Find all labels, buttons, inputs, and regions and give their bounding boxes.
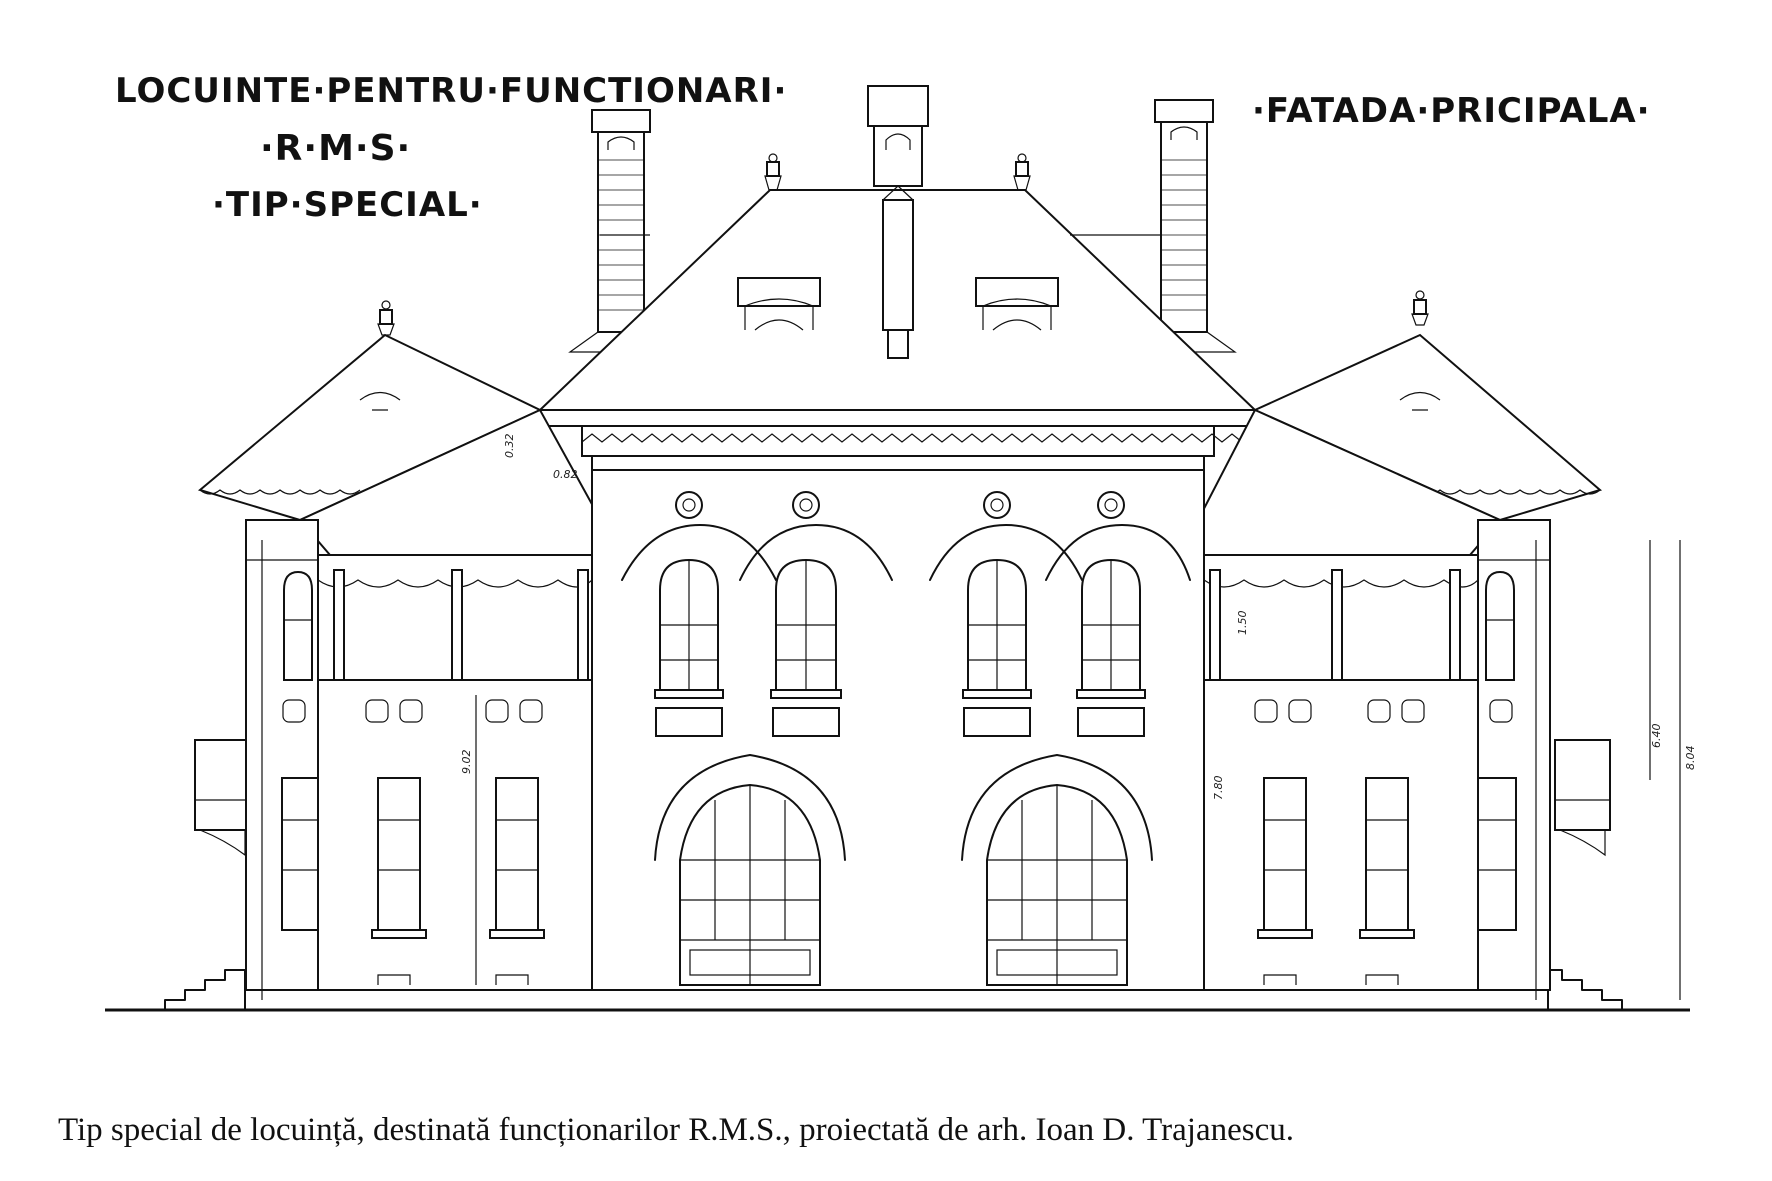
dimension-7-80: 7.80 [1212, 776, 1225, 801]
lower-window-left-2 [371, 777, 427, 939]
side-roof-finial-left [377, 300, 395, 336]
dimension-1-50: 1.50 [1236, 611, 1249, 636]
left-side-roof [197, 300, 622, 556]
dimension-9-02: 9.02 [460, 750, 473, 775]
dimension-0-32: 0.32 [503, 434, 516, 459]
view-label: ·FATADA·PRICIPALA· [1252, 91, 1651, 131]
entrance-door-left [654, 754, 846, 986]
dormer-right [975, 277, 1059, 331]
dimension-0-82: 0.82 [553, 468, 578, 481]
entrance-door-right [961, 754, 1153, 986]
upper-windows [621, 491, 1191, 737]
lower-window-right-1 [1257, 777, 1313, 939]
lower-window-right-2 [1359, 777, 1415, 939]
chimney-right [1154, 99, 1237, 353]
main-roof [537, 153, 1263, 471]
dimension-6-40: 6.40 [1650, 724, 1663, 749]
plinth-blocks [377, 974, 1399, 985]
lower-windows [281, 777, 1517, 939]
quatrefoil-vents [282, 699, 1513, 723]
upper-window-4 [1045, 491, 1191, 737]
lower-window-right-3 [1477, 777, 1517, 931]
roof-finial-right [1013, 153, 1031, 191]
left-side-wing [194, 739, 251, 857]
right-loggia [1203, 554, 1479, 681]
chimney-center [867, 85, 929, 187]
upper-window-1 [621, 491, 777, 737]
lower-window-left-1 [281, 777, 319, 931]
right-side-wing [1554, 739, 1611, 857]
upper-window-2 [739, 491, 893, 737]
drawing-title: LOCUINTE·PENTRU·FUNCTIONARI· [115, 71, 787, 111]
drawing-subtitle-rms: ·R·M·S· [260, 128, 411, 169]
side-roof-finial-right [1411, 290, 1429, 326]
left-stair [164, 969, 246, 1011]
roof-finial-left [764, 153, 782, 191]
figure-caption: Tip special de locuință, destinată funcț… [58, 1112, 1294, 1148]
side-arched-window-left [283, 570, 313, 681]
dimension-8-04: 8.04 [1684, 746, 1697, 771]
drawing-subtitle-type: ·TIP·SPECIAL· [212, 185, 483, 225]
lower-window-left-3 [489, 777, 545, 939]
left-loggia [317, 554, 593, 681]
right-stair [1547, 969, 1623, 1011]
dormer-left [737, 277, 821, 331]
upper-window-3 [929, 491, 1083, 737]
side-arched-window-right [1485, 570, 1515, 681]
